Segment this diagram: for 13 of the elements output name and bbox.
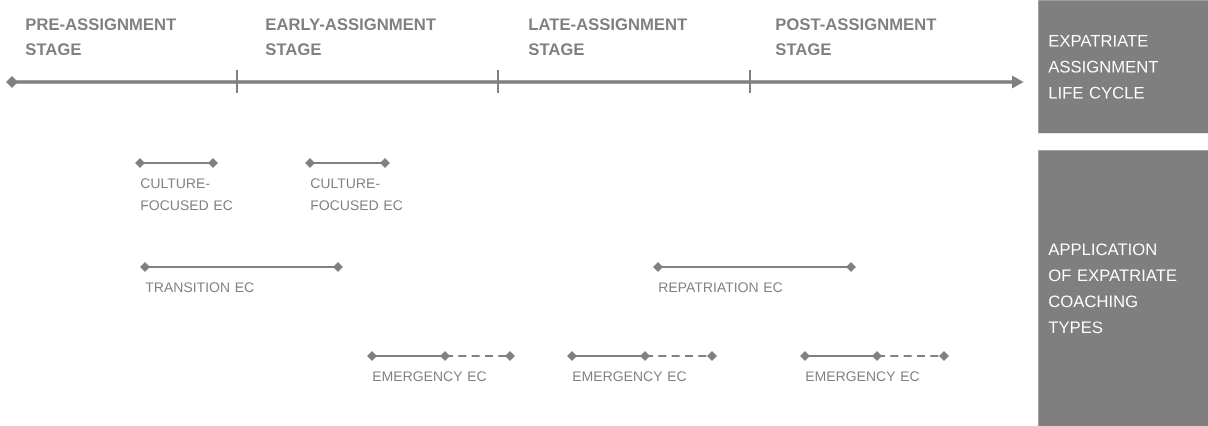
stage-box: EXPATRIATE ASSIGNMENT LIFE CYCLE: [1038, 0, 1208, 134]
interval-label: EMERGENCY EC: [806, 371, 920, 382]
stage-box: APPLICATION OF EXPATRIATE COACHING TYPES: [1038, 150, 1208, 426]
stage-label: PRE-ASSIGNMENT STAGE: [25, 18, 176, 56]
stage-label: LATE-ASSIGNMENT STAGE: [528, 18, 688, 56]
interval-label: CULTURE- FOCUSED EC: [141, 178, 233, 211]
interval-label: EMERGENCY EC: [373, 371, 487, 382]
interval-label: REPATRIATION EC: [659, 282, 783, 293]
stage-label: EARLY-ASSIGNMENT STAGE: [265, 18, 436, 56]
interval-label: CULTURE- FOCUSED EC: [311, 178, 403, 211]
interval-label: TRANSITION EC: [145, 282, 254, 293]
stage-label: POST-ASSIGNMENT STAGE: [775, 18, 937, 56]
interval-label: EMERGENCY EC: [573, 371, 687, 382]
